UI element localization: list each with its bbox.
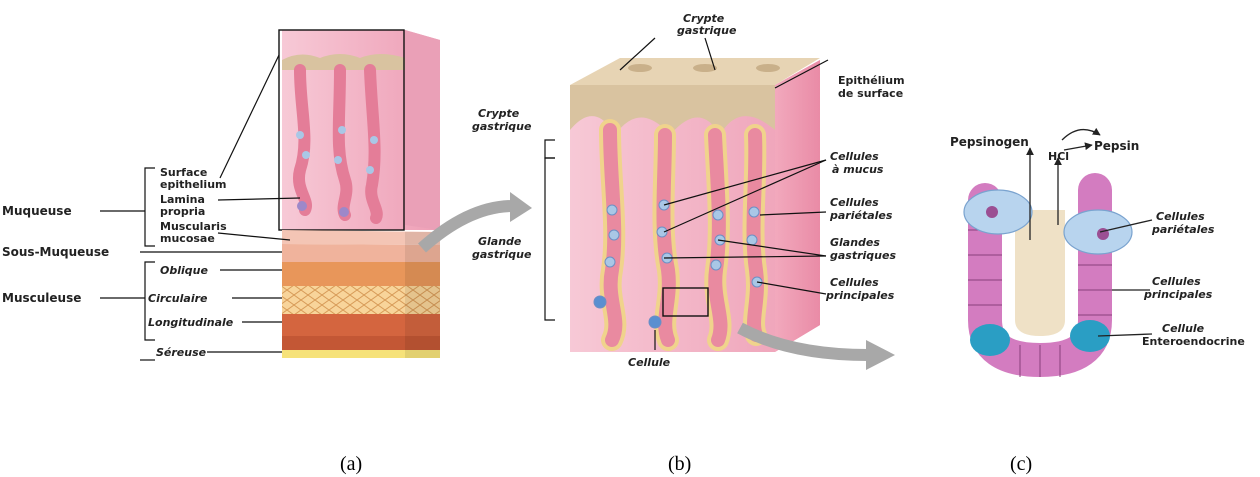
label-crypte-side-1: Crypte: [478, 107, 520, 120]
label-musculeuse: Musculeuse: [2, 291, 81, 305]
label-glandes-gastriques-1: Glandes: [830, 236, 880, 249]
label-cellule: Cellule: [628, 356, 671, 369]
panel-b: Crypte gastrique Crypte gastrique Glande…: [472, 12, 905, 475]
label-lamina-propria-2: propria: [160, 205, 205, 218]
label-glandes-gastriques-2: gastriques: [830, 249, 896, 262]
label-pepsinogen: Pepsinogen: [950, 135, 1029, 149]
label-cellule-entero-1: Cellule: [1162, 322, 1205, 335]
label-cellules-mucus-1: Cellules: [830, 150, 879, 163]
enteroendocrine-cell-left: [970, 324, 1010, 356]
label-crypte-side-2: gastrique: [472, 120, 532, 133]
label-cellules-parietales-b-2: pariétales: [829, 209, 893, 222]
label-muqueuse: Muqueuse: [2, 204, 72, 218]
label-glande-2: gastrique: [472, 248, 532, 261]
caption-a: (a): [340, 453, 362, 475]
label-cellules-principales-b-1: Cellules: [830, 276, 879, 289]
label-cellules-principales-b-2: principales: [825, 289, 895, 302]
label-cellules-principales-c-2: principales: [1143, 288, 1213, 301]
label-epithelium-2: de surface: [838, 87, 903, 100]
label-cellule-entero-2: Enteroendocrine: [1142, 335, 1245, 348]
label-longitudinale: Longitudinale: [148, 316, 234, 329]
label-surface-epithelium-2: epithelium: [160, 178, 227, 191]
label-crypte-top-2: gastrique: [677, 24, 737, 37]
label-epithelium-1: Epithélium: [838, 74, 905, 87]
caption-b: (b): [668, 453, 691, 475]
label-cellules-parietales-b-1: Cellules: [830, 196, 879, 209]
label-oblique: Oblique: [160, 264, 208, 277]
label-sous-muqueuse: Sous-Muqueuse: [2, 245, 109, 259]
label-cellules-parietales-c-1: Cellules: [1156, 210, 1205, 223]
panel-a: Muqueuse Sous-Muqueuse Musculeuse Surfac…: [2, 30, 532, 475]
wall-layers: [282, 230, 440, 358]
label-cellules-parietales-c-2: pariétales: [1151, 223, 1215, 236]
label-muscularis-2: mucosae: [160, 232, 215, 245]
label-sereuse: Séreuse: [156, 346, 207, 359]
label-cellules-mucus-2: à mucus: [832, 163, 884, 176]
panel-c: Pepsinogen HCl Pepsin Cellules pariétale…: [950, 130, 1245, 475]
label-hcl: HCl: [1048, 150, 1069, 163]
label-cellules-principales-c-1: Cellules: [1152, 275, 1201, 288]
label-circulaire: Circulaire: [148, 292, 208, 305]
caption-c: (c): [1010, 453, 1032, 475]
label-pepsin: Pepsin: [1094, 139, 1139, 153]
label-glande-1: Glande: [478, 235, 522, 248]
mucosa-block: [279, 30, 440, 230]
